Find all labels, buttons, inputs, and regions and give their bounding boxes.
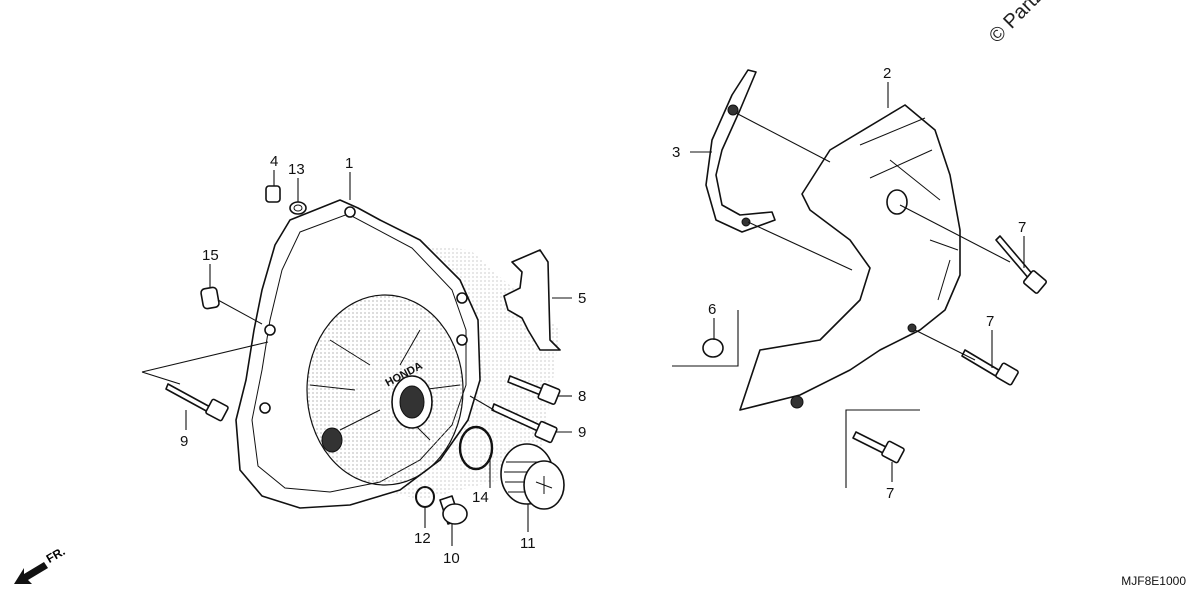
callout-6: 6 bbox=[708, 301, 716, 318]
callout-10: 10 bbox=[443, 550, 460, 567]
callout-15: 15 bbox=[202, 247, 219, 264]
left-crankcase-cover[interactable]: HONDA bbox=[235, 199, 560, 509]
callout-9-right: 9 bbox=[578, 424, 586, 441]
bolt-8[interactable] bbox=[507, 375, 561, 405]
callout-13: 13 bbox=[288, 161, 305, 178]
collar-4[interactable] bbox=[265, 185, 281, 203]
callout-14: 14 bbox=[472, 489, 489, 506]
callout-7-middle: 7 bbox=[986, 313, 994, 330]
bolt-7-bottom[interactable] bbox=[852, 431, 905, 464]
timing-hole-cap-11[interactable] bbox=[500, 443, 565, 510]
plug-bolt-10[interactable] bbox=[439, 495, 468, 525]
bolt-7-middle[interactable] bbox=[961, 349, 1019, 386]
callout-5: 5 bbox=[578, 290, 586, 307]
callout-3: 3 bbox=[672, 144, 680, 161]
callout-4: 4 bbox=[270, 153, 278, 170]
gasket-3[interactable] bbox=[705, 69, 776, 233]
callout-7-bottom: 7 bbox=[886, 485, 894, 502]
washer-13[interactable] bbox=[289, 201, 307, 215]
dowel-pin-15[interactable] bbox=[200, 286, 263, 325]
cover-2[interactable] bbox=[739, 104, 961, 411]
collar-6[interactable] bbox=[702, 338, 724, 358]
bolt-7-top[interactable] bbox=[995, 235, 1048, 294]
bolt-9-left[interactable] bbox=[165, 383, 229, 422]
callout-12: 12 bbox=[414, 530, 431, 547]
callout-1: 1 bbox=[345, 155, 353, 172]
callout-2: 2 bbox=[883, 65, 891, 82]
o-ring-14[interactable] bbox=[458, 425, 494, 471]
bolt-9-right[interactable] bbox=[491, 403, 558, 444]
callout-8: 8 bbox=[578, 388, 586, 405]
callout-9-left: 9 bbox=[180, 433, 188, 450]
callout-7-top: 7 bbox=[1018, 219, 1026, 236]
washer-12[interactable] bbox=[415, 486, 435, 508]
diagram-code: MJF8E1000 bbox=[1121, 574, 1186, 588]
bracket-5[interactable] bbox=[503, 249, 561, 351]
front-direction-arrow-icon bbox=[14, 562, 48, 584]
callout-11: 11 bbox=[520, 535, 536, 552]
